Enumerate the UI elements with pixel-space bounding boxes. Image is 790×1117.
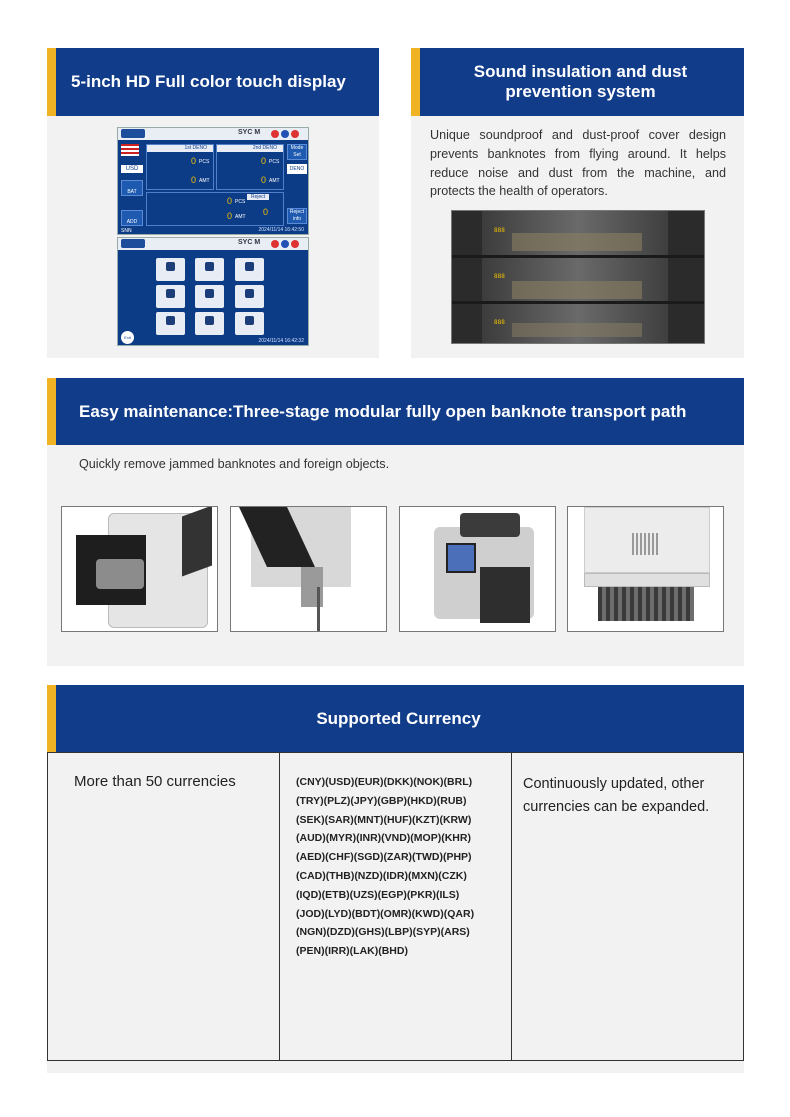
currency-line: (CAD)(THB)(NZD)(IDR)(MXN)(CZK) xyxy=(296,869,467,882)
menu-tile[interactable] xyxy=(235,285,264,308)
menu-tile[interactable] xyxy=(156,312,185,335)
currency-expandable-cell: Continuously updated, other currencies c… xyxy=(523,776,710,815)
menu-tile[interactable] xyxy=(195,312,224,335)
sn-label: SNN xyxy=(121,228,132,234)
currency-list-cell: (CNY)(USD)(EUR)(DKK)(NOK)(BRL) (TRY)(PLZ… xyxy=(280,753,512,1060)
display-title: 5-inch HD Full color touch display xyxy=(71,72,346,91)
menu-tile[interactable] xyxy=(195,258,224,281)
machine-cover-photo: 888 888 888 xyxy=(451,210,705,344)
maintenance-title: Easy maintenance:Three-stage modular ful… xyxy=(79,401,687,421)
touch-screen-menu-view: SYC M Exit 2024/11/14 16:42:32 xyxy=(117,237,309,346)
currency-line: (JOD)(LYD)(BDT)(OMR)(KWD)(QAR) xyxy=(296,907,475,920)
currency-line: (AUD)(MYR)(INR)(VND)(MOP)(KHR) xyxy=(296,832,471,845)
currency-line: (TRY)(PLZ)(JPY)(GBP)(HKD)(RUB) xyxy=(296,794,467,807)
menu-tile[interactable] xyxy=(235,312,264,335)
currency-count-cell: More than 50 currencies xyxy=(48,753,280,1060)
sound-header: Sound insulation and dust prevention sys… xyxy=(411,48,744,116)
led-display: 888 xyxy=(494,319,505,326)
led-display: 888 xyxy=(494,273,505,280)
bat-button[interactable]: BAT xyxy=(121,180,143,196)
flag-icon xyxy=(121,144,139,156)
currency-line: (PEN)(IRR)(LAK)(BHD) xyxy=(296,945,408,958)
first-deno-panel: 1st DENO 0 PCS 0 AMT xyxy=(146,144,214,190)
open-path-photo-4 xyxy=(567,506,724,632)
screen-status-bar: SYC M xyxy=(118,128,308,140)
maintenance-header: Easy maintenance:Three-stage modular ful… xyxy=(47,378,744,445)
open-path-photo-1 xyxy=(61,506,218,632)
open-path-photo-2 xyxy=(230,506,387,632)
led-display: 888 xyxy=(494,227,505,234)
display-header: 5-inch HD Full color touch display xyxy=(47,48,379,116)
currency-line: (NGN)(DZD)(GHS)(LBP)(SYP)(ARS) xyxy=(296,926,470,939)
menu-tile[interactable] xyxy=(235,258,264,281)
reject-tab: Reject xyxy=(247,194,270,200)
menu-tile[interactable] xyxy=(156,285,185,308)
menu-tile[interactable] xyxy=(156,258,185,281)
brand-logo: SYC M xyxy=(238,129,261,136)
screen-status-bar: SYC M xyxy=(118,238,308,250)
currency-header: Supported Currency xyxy=(47,685,744,752)
reject-info-button[interactable]: Reject info xyxy=(287,208,307,224)
touch-screen-count-view: SYC M USD BAT ADD SNN 1st DENO 0 PCS 0 A… xyxy=(117,127,309,235)
currency-title: Supported Currency xyxy=(316,708,481,728)
brand-logo: SYC M xyxy=(238,239,261,246)
deno-button[interactable]: DENO xyxy=(287,164,307,174)
maintenance-description: Quickly remove jammed banknotes and fore… xyxy=(79,457,390,471)
add-button[interactable]: ADD xyxy=(121,210,143,226)
currency-line: (SEK)(SAR)(MNT)(HUF)(KZT)(KRW) xyxy=(296,813,472,826)
sound-title: Sound insulation and dust prevention sys… xyxy=(473,62,688,101)
menu-tile[interactable] xyxy=(195,285,224,308)
mode-set-button[interactable]: Mode Set xyxy=(287,144,307,160)
currency-line: (AED)(CHF)(SGD)(ZAR)(TWD)(PHP) xyxy=(296,851,472,864)
currency-line: (CNY)(USD)(EUR)(DKK)(NOK)(BRL) xyxy=(296,776,473,788)
sound-description: Unique soundproof and dust-proof cover d… xyxy=(430,128,726,199)
open-path-photo-3 xyxy=(399,506,556,632)
currency-table: More than 50 currencies (CNY)(USD)(EUR)(… xyxy=(47,752,744,1061)
screen-timestamp: 2024/11/14 16:42:32 xyxy=(258,338,304,344)
total-panel: 0 PCS 0 AMT Reject 0 xyxy=(146,192,284,226)
currency-line: (IQD)(ETB)(UZS)(EGP)(PKR)(ILS) xyxy=(296,888,460,901)
screen-timestamp: 2024/11/14 16:42:50 xyxy=(258,227,304,233)
second-deno-panel: 2nd DENO 0 PCS 0 AMT xyxy=(216,144,284,190)
currency-label: USD xyxy=(121,165,143,173)
exit-button[interactable]: Exit xyxy=(121,331,134,344)
